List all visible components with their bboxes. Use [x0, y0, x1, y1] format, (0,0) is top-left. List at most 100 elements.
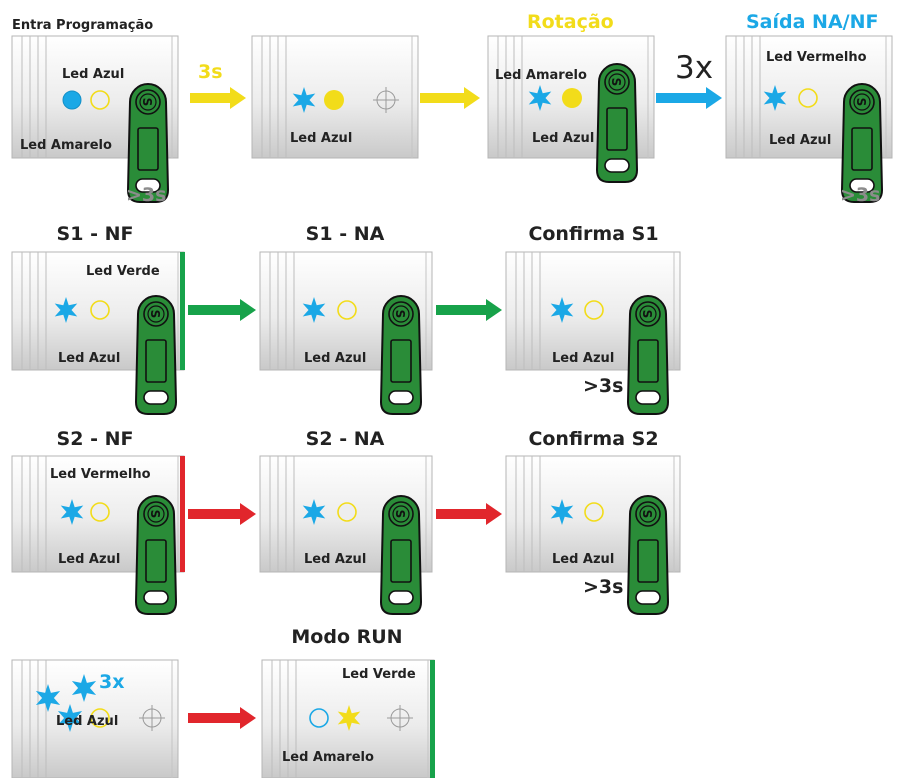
run-box1-bottom-label: Led Azul	[56, 714, 119, 729]
arrow-s1-nf-to-na	[188, 299, 256, 321]
led-blue-blink	[57, 704, 83, 732]
fob-slot	[390, 339, 412, 383]
fob-ring-inner	[147, 305, 165, 323]
led-blue-blink	[60, 499, 84, 525]
arrow-to-rotacao	[420, 87, 480, 109]
fob-hole	[388, 390, 414, 405]
led-blue-blink	[550, 499, 574, 525]
led-yellow-off	[90, 90, 110, 110]
led-yellow-off	[337, 300, 357, 320]
cs1-hold-label: >3s	[583, 375, 624, 397]
led-blue-blink	[763, 85, 787, 111]
cs2-hold-label: >3s	[583, 576, 624, 598]
fob-symbol: S	[640, 310, 654, 319]
crosshair-2	[139, 705, 165, 731]
fob-hole	[135, 178, 161, 193]
fob-ring	[143, 301, 169, 327]
led-yellow-off	[90, 708, 110, 728]
led-blue-blink	[71, 674, 97, 702]
header-s1-na: S1 - NA	[305, 223, 385, 245]
led-blue-blink	[302, 499, 326, 525]
fob-body	[134, 495, 178, 615]
arrow1-label: 3s	[198, 61, 223, 83]
fob-body	[595, 63, 639, 183]
led-blue-blink	[302, 297, 326, 323]
hold1-label: >3s	[126, 184, 167, 206]
header-s2-na: S2 - NA	[305, 428, 385, 450]
fob-symbol: S	[148, 310, 162, 319]
fob-hole	[635, 590, 661, 605]
led-yellow-off	[90, 502, 110, 522]
header-modo-run: Modo RUN	[291, 626, 403, 648]
s2nf-top-label: Led Vermelho	[50, 467, 151, 482]
fob-hole	[635, 390, 661, 405]
fob-9: S	[626, 495, 670, 615]
fob-slot	[637, 339, 659, 383]
fob-slot	[851, 127, 873, 171]
fob-hole	[604, 158, 630, 173]
header-s1-nf: S1 - NF	[56, 223, 134, 245]
fob-3: S	[840, 83, 884, 203]
status-stripe	[180, 456, 185, 572]
crosshair-3	[387, 705, 413, 731]
led-yellow-off	[337, 502, 357, 522]
fob-slot	[137, 127, 159, 171]
status-stripe	[430, 660, 435, 778]
run-box2-top-label: Led Verde	[342, 667, 416, 682]
box3-bottom-label: Led Azul	[532, 131, 595, 146]
fob-body	[379, 495, 423, 615]
box4-bottom-label: Led Azul	[769, 133, 832, 148]
arrow-s2-na-to-confirma	[436, 503, 502, 525]
header-confirma-s2: Confirma S2	[528, 428, 659, 450]
s1nf-bottom-label: Led Azul	[58, 351, 121, 366]
fob-hole	[143, 590, 169, 605]
fob-body	[134, 295, 178, 415]
led-blue-blink	[54, 297, 78, 323]
fob-7: S	[134, 495, 178, 615]
fob-slot	[145, 539, 167, 583]
led-yellow-off	[584, 300, 604, 320]
box1-bottom-label: Led Amarelo	[20, 138, 112, 153]
box1-top-label: Led Azul	[62, 67, 125, 82]
led-blue-blink	[528, 85, 552, 111]
fob-body	[626, 295, 670, 415]
fob-ring	[849, 89, 875, 115]
header-saida: Saída NA/NF	[746, 11, 879, 33]
fob-ring-inner	[608, 73, 626, 91]
fob-ring	[604, 69, 630, 95]
fob-body	[840, 83, 884, 203]
led-yellow-off	[584, 502, 604, 522]
s1na-bottom-label: Led Azul	[304, 351, 367, 366]
fob-5: S	[379, 295, 423, 415]
fob-slot	[637, 539, 659, 583]
arrow-s1-na-to-confirma	[436, 299, 502, 321]
s2nf-bottom-label: Led Azul	[58, 552, 121, 567]
fob-ring	[388, 501, 414, 527]
fob-ring	[135, 89, 161, 115]
crosshair-1	[373, 87, 399, 113]
arrow-s2-nf-to-na	[188, 503, 256, 525]
led-blue-on	[62, 90, 82, 110]
fob-8: S	[379, 495, 423, 615]
cs2-bottom-label: Led Azul	[552, 552, 615, 567]
s2na-bottom-label: Led Azul	[304, 552, 367, 567]
fob-ring-inner	[639, 305, 657, 323]
led-yellow-off	[798, 88, 818, 108]
fob-body	[379, 295, 423, 415]
led-yellow-on	[562, 88, 582, 108]
fob-6: S	[626, 295, 670, 415]
fob-slot	[606, 107, 628, 151]
fob-ring	[635, 501, 661, 527]
fob-ring-inner	[139, 93, 157, 111]
fob-body	[626, 495, 670, 615]
led-blue-off	[309, 708, 329, 728]
fob-slot	[145, 339, 167, 383]
s1nf-top-label: Led Verde	[86, 264, 160, 279]
blink-count-label: 3x	[99, 671, 125, 693]
led-blue-blink	[35, 684, 61, 712]
fob-ring-inner	[392, 505, 410, 523]
box4-top-label: Led Vermelho	[766, 50, 867, 65]
arrow-3s	[190, 87, 246, 109]
fob-hole	[849, 178, 875, 193]
